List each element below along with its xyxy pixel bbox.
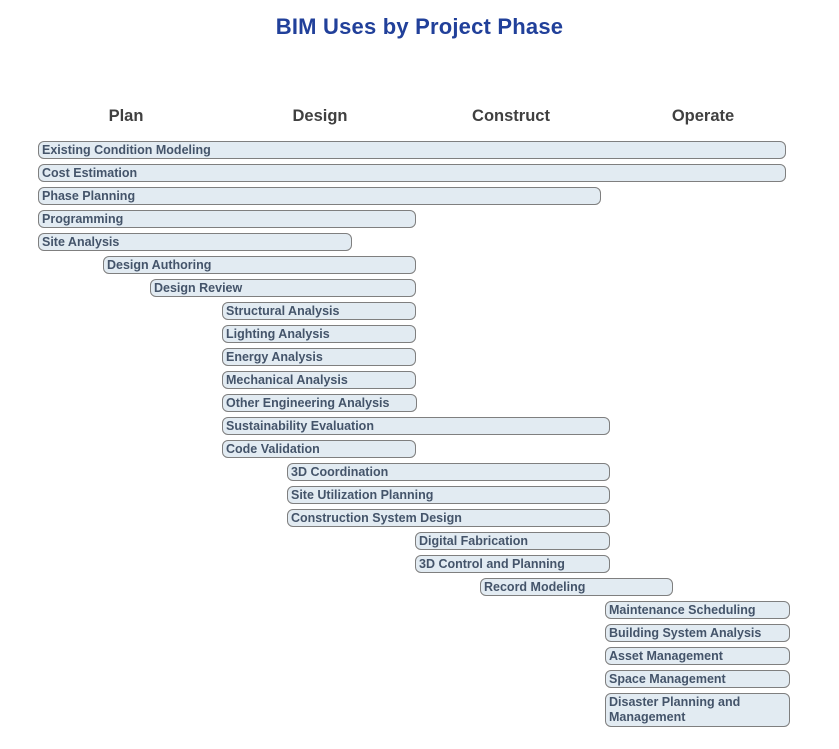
task-bar: Other Engineering Analysis [222, 394, 417, 412]
task-bar-label: Building System Analysis [609, 625, 762, 640]
task-bar: Disaster Planning and Management [605, 693, 790, 727]
task-bar-label: Energy Analysis [226, 349, 323, 364]
phase-header-plan: Plan [108, 107, 144, 125]
task-bar: Sustainability Evaluation [222, 417, 610, 435]
task-bar-label: Mechanical Analysis [226, 372, 348, 387]
task-bar-label: 3D Coordination [291, 464, 389, 479]
task-bar-label: Disaster Planning and Management [609, 695, 741, 724]
task-bar: Site Utilization Planning [287, 486, 610, 504]
task-bar: Site Analysis [38, 233, 352, 251]
task-bar: Energy Analysis [222, 348, 416, 366]
task-bar-label: Existing Condition Modeling [42, 142, 211, 157]
task-bar: 3D Coordination [287, 463, 610, 481]
task-bar-label: Programming [42, 211, 124, 226]
task-bar: Programming [38, 210, 416, 228]
task-bar: Construction System Design [287, 509, 610, 527]
task-bar-label: Cost Estimation [42, 165, 138, 180]
task-bar: Structural Analysis [222, 302, 416, 320]
task-bar: Maintenance Scheduling [605, 601, 790, 619]
task-bar: Asset Management [605, 647, 790, 665]
phase-header-operate: Operate [671, 107, 735, 125]
task-bar: Mechanical Analysis [222, 371, 416, 389]
task-bar-label: Construction System Design [291, 510, 462, 525]
task-bar-label: Other Engineering Analysis [226, 395, 390, 410]
task-bar: Lighting Analysis [222, 325, 416, 343]
phase-header-construct: Construct [472, 107, 550, 125]
task-bar-label: Digital Fabrication [419, 533, 529, 548]
task-bar: Digital Fabrication [415, 532, 610, 550]
task-bar: 3D Control and Planning [415, 555, 610, 573]
task-bar-label: Sustainability Evaluation [226, 418, 374, 433]
task-bar-label: Lighting Analysis [226, 326, 330, 341]
phase-header-design: Design [292, 107, 348, 125]
task-bar: Record Modeling [480, 578, 673, 596]
task-bar: Existing Condition Modeling [38, 141, 786, 159]
task-bar-label: 3D Control and Planning [419, 556, 565, 571]
task-bar-label: Design Review [154, 280, 243, 295]
task-bar-label: Site Utilization Planning [291, 487, 434, 502]
task-bar-label: Structural Analysis [226, 303, 340, 318]
task-bar: Space Management [605, 670, 790, 688]
task-bar: Cost Estimation [38, 164, 786, 182]
chart-title: BIM Uses by Project Phase [275, 14, 564, 39]
task-bar-label: Record Modeling [484, 579, 586, 594]
task-bar-label: Design Authoring [107, 257, 212, 272]
task-bar: Phase Planning [38, 187, 601, 205]
task-bar: Building System Analysis [605, 624, 790, 642]
task-bar-label: Site Analysis [42, 234, 120, 249]
task-bar: Code Validation [222, 440, 416, 458]
task-bar: Design Authoring [103, 256, 416, 274]
task-bar-label: Asset Management [609, 648, 723, 663]
task-bar-label: Maintenance Scheduling [609, 602, 756, 617]
task-bar: Design Review [150, 279, 416, 297]
task-bar-label: Phase Planning [42, 188, 136, 203]
task-bar-label: Space Management [609, 671, 726, 686]
task-bar-label: Code Validation [226, 441, 320, 456]
